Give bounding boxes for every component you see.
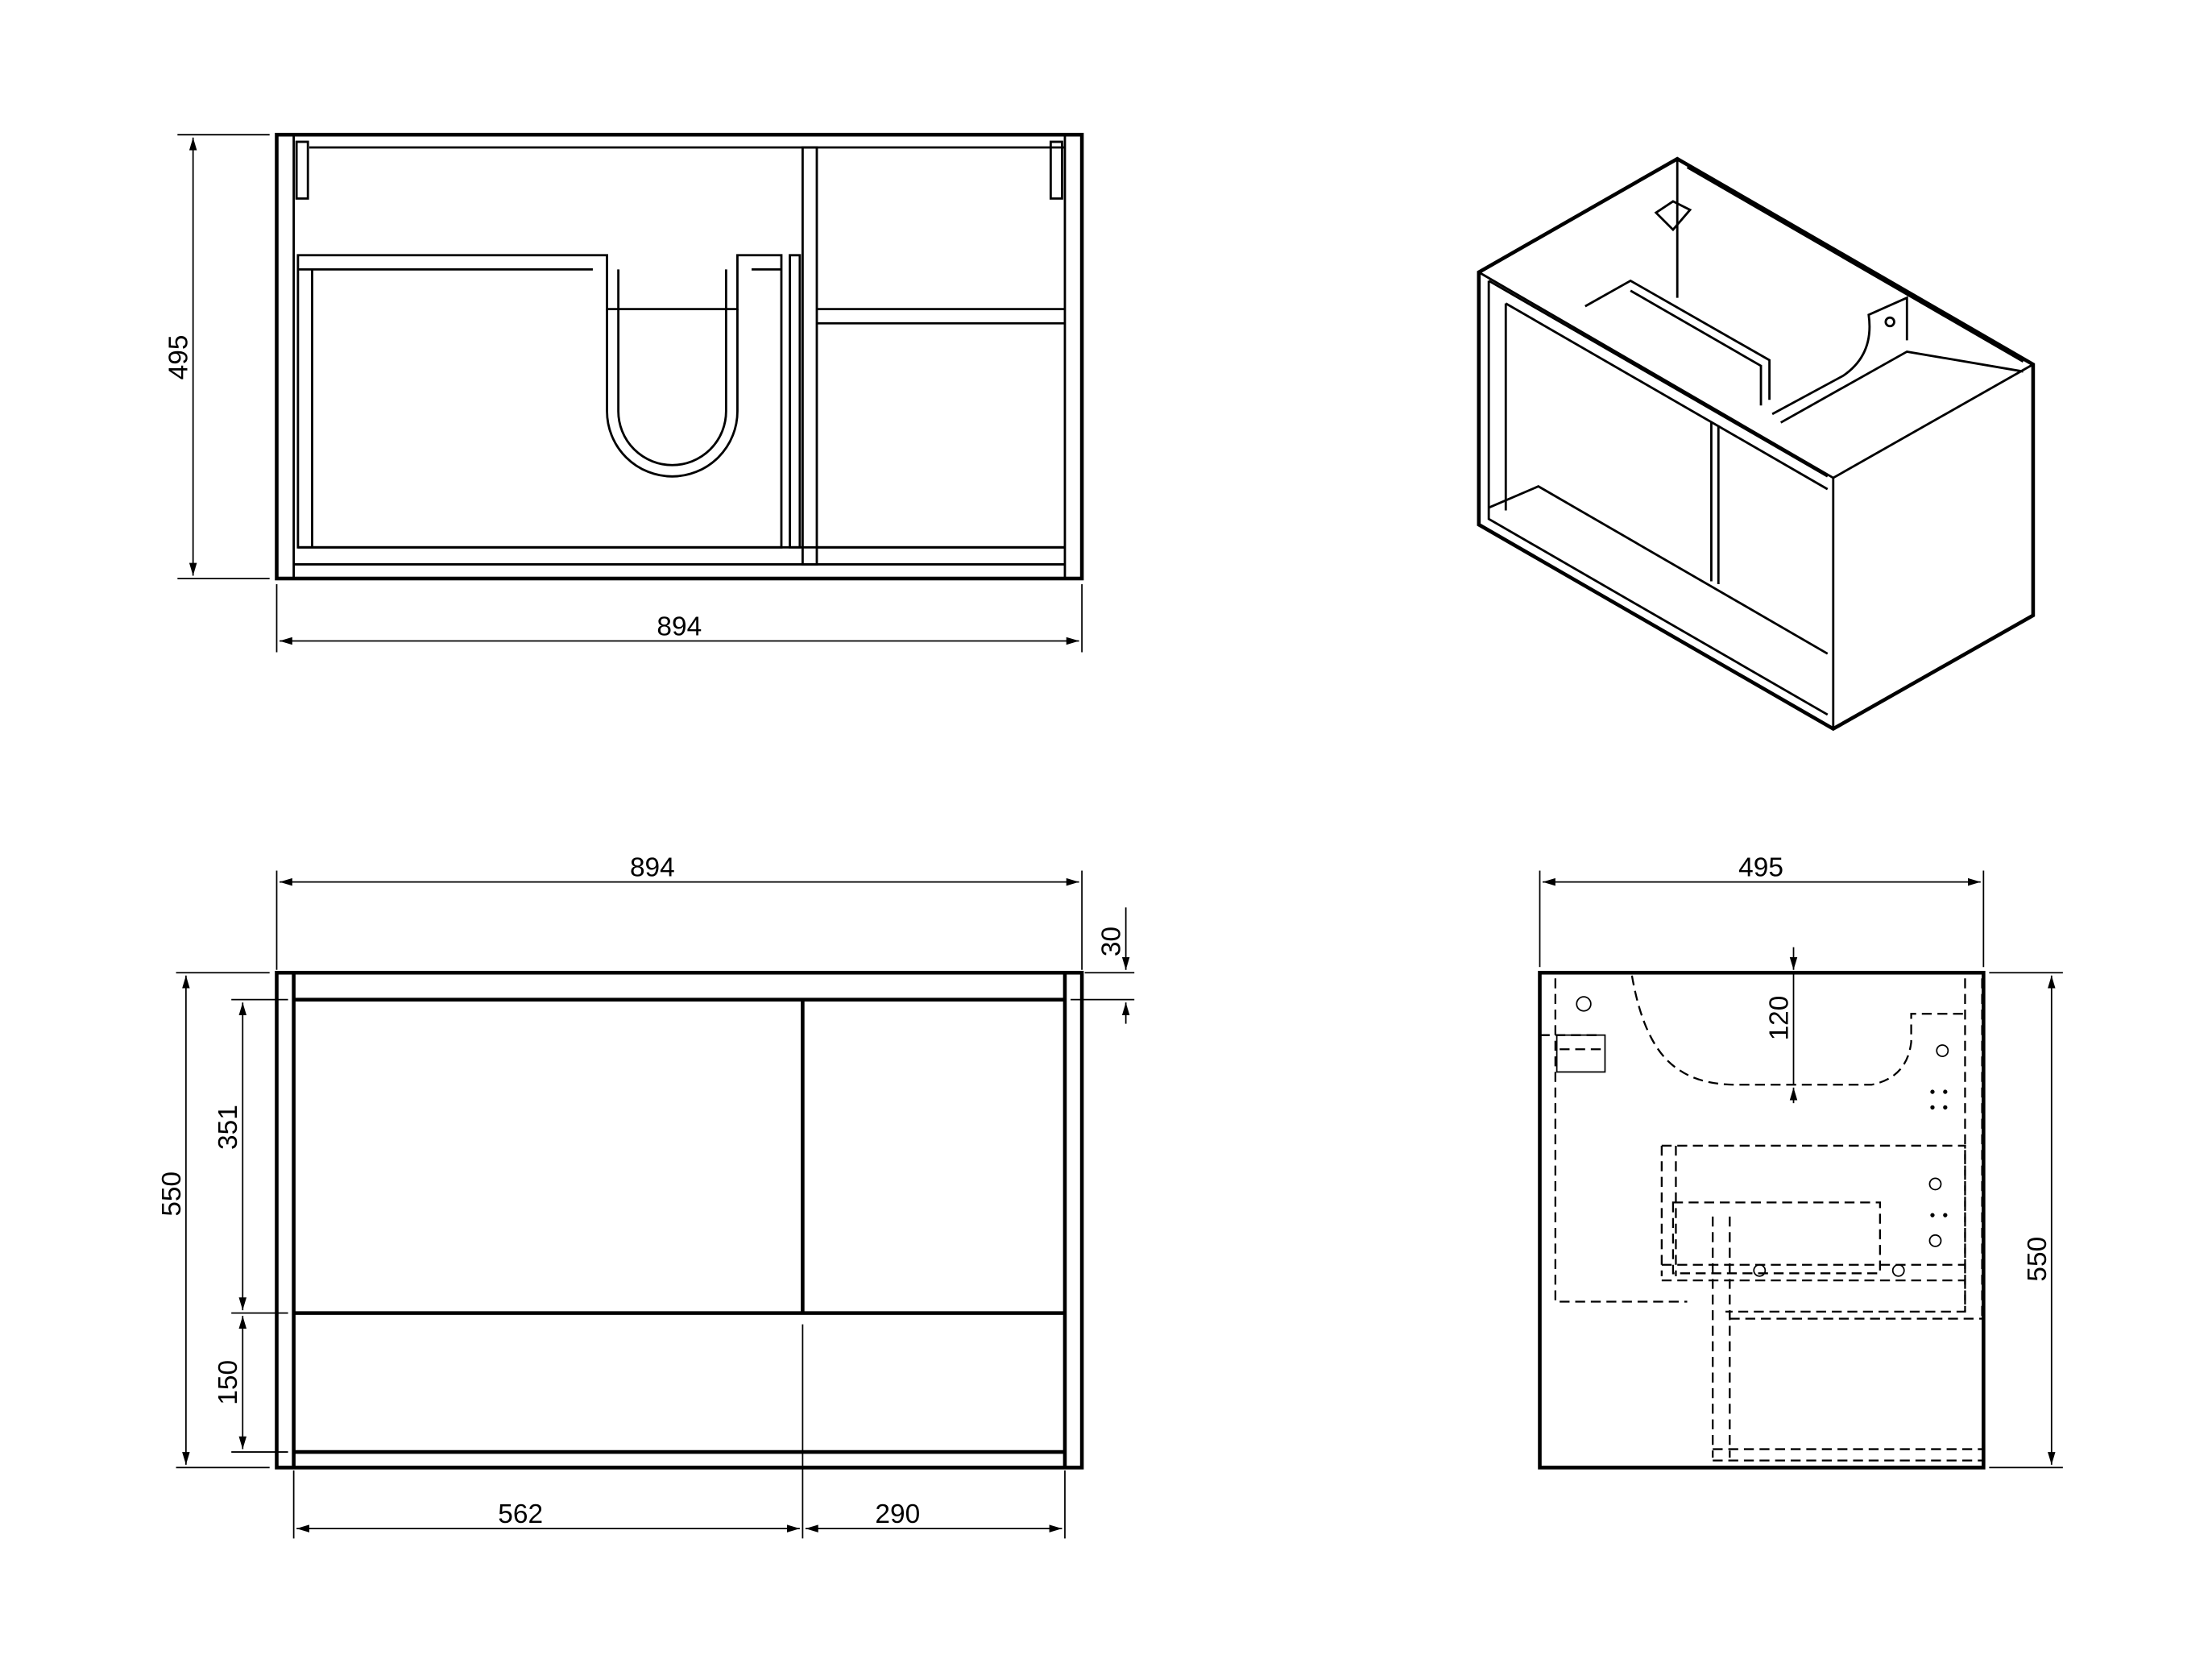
front-width-label: 894: [630, 853, 675, 883]
top-gap-label: 30: [1097, 927, 1127, 956]
side-view: 495 550 120: [1538, 853, 2063, 1470]
front-height-label: 550: [157, 1172, 187, 1217]
lower-open-label: 150: [213, 1360, 243, 1405]
top-depth-label: 495: [164, 335, 194, 380]
left-section-label: 562: [498, 1499, 543, 1529]
hardware-marks: [1576, 996, 1949, 1277]
basin-depth-label: 120: [1764, 996, 1794, 1041]
right-section-label: 290: [875, 1499, 920, 1529]
front-view: 894 30 550 351 150 562 290: [157, 853, 1135, 1539]
side-depth-label: 495: [1738, 853, 1783, 883]
upper-door-label: 351: [213, 1105, 243, 1150]
side-height-label: 550: [2023, 1237, 2053, 1282]
isometric-view: [1477, 156, 2036, 732]
top-view: 894 495: [164, 132, 1084, 653]
top-width-label: 894: [657, 612, 702, 641]
